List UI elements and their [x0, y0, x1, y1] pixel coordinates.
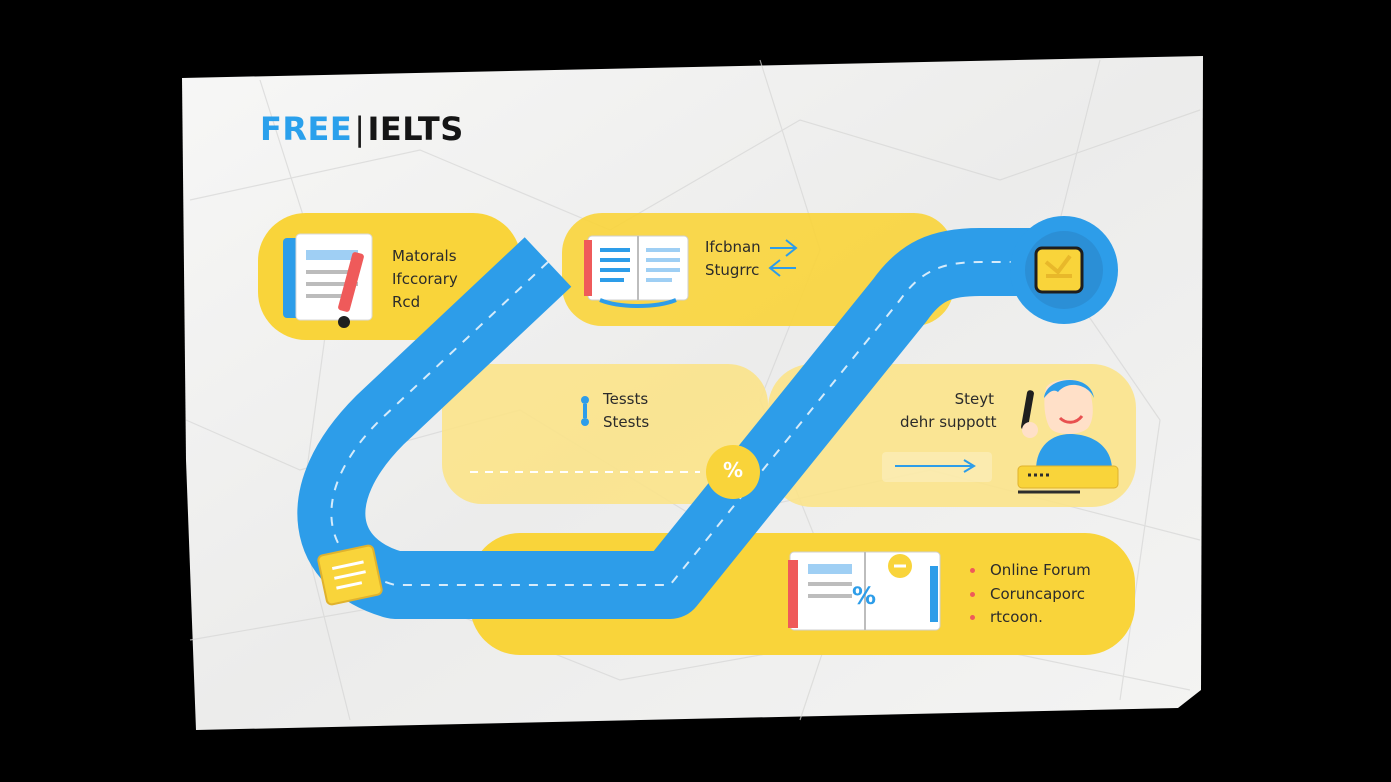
- card-materials-text: Matorals Ifccorary Rcd: [392, 245, 458, 314]
- open-book-icon: [584, 235, 689, 308]
- structure-line: Stugrrc: [705, 261, 760, 279]
- road-center-dashes: [330, 261, 1040, 586]
- forum-book-icon: [788, 551, 941, 631]
- forum-book-symbol: %: [852, 582, 877, 610]
- materials-line: Ifccorary: [392, 270, 458, 288]
- support-line: dehr suppott: [900, 413, 997, 431]
- card-support-text: Steyt dehr suppott: [900, 388, 997, 434]
- card-structure-text: Ifcbnan Stugrrc: [705, 236, 761, 282]
- road-percent-badge: [706, 445, 760, 499]
- forum-item: Coruncaporc: [968, 583, 1091, 607]
- support-line: Steyt: [954, 390, 994, 408]
- brand-logo: FREE|IELTS: [260, 110, 464, 148]
- sticky-note-icon: [317, 544, 383, 606]
- brand-ielts: IELTS: [367, 110, 464, 148]
- support-arrow: [882, 452, 992, 482]
- forum-item: rtcoon.: [968, 606, 1091, 630]
- materials-line: Rcd: [392, 293, 421, 311]
- card-tests: [442, 364, 768, 504]
- materials-line: Matorals: [392, 247, 457, 265]
- road-badge-symbol: %: [722, 458, 744, 482]
- structure-arrows: [768, 239, 798, 277]
- notebook-icon: [283, 233, 373, 328]
- forum-item: Online Forum: [968, 559, 1091, 583]
- goal-note-mark: [1044, 254, 1072, 278]
- support-person-icon: [1017, 379, 1119, 494]
- card-tests-text: Tessts Stests: [603, 388, 649, 434]
- tests-line: Tessts: [603, 390, 649, 408]
- brand-free: FREE: [260, 110, 353, 148]
- structure-line: Ifcbnan: [705, 238, 761, 256]
- tests-line: Stests: [603, 413, 650, 431]
- brand-separator: |: [354, 110, 366, 148]
- tests-pin-icon: [581, 396, 589, 426]
- forum-list: Online Forum Coruncaporc rtcoon.: [968, 559, 1091, 630]
